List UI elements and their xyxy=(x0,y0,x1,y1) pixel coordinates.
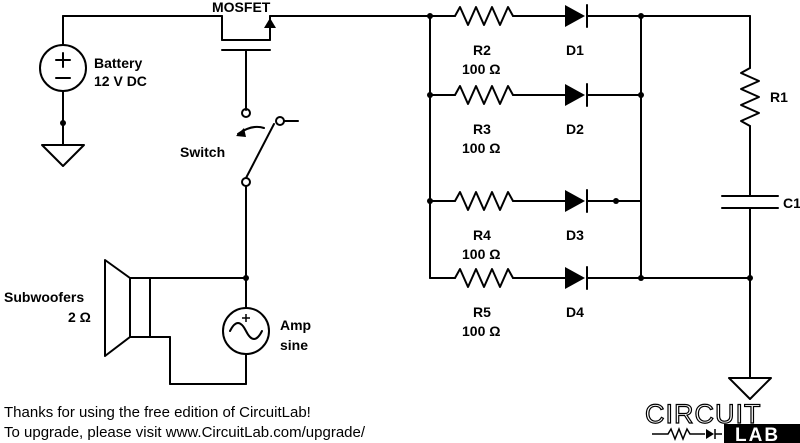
r5-value: 100 Ω xyxy=(462,323,500,339)
switch-label: Switch xyxy=(180,144,225,160)
branch-r2-d1 xyxy=(429,4,751,28)
subwoofer-symbol xyxy=(104,259,247,385)
r1-resistor-symbol xyxy=(740,15,760,197)
footer-thanks-text: Thanks for using the free edition of Cir… xyxy=(4,404,311,421)
amp-label: Amp xyxy=(280,317,311,333)
battery-value: 12 V DC xyxy=(94,73,147,89)
r4-value: 100 Ω xyxy=(462,246,500,262)
battery-label: Battery xyxy=(94,55,142,71)
mosfet-label: MOSFET xyxy=(212,0,271,15)
c1-label: C1 xyxy=(783,195,800,211)
branch-r3-d2 xyxy=(429,83,642,107)
d2-label: D2 xyxy=(566,121,584,137)
d3-label: D3 xyxy=(566,227,584,243)
logo-word-lab: LAB xyxy=(735,425,780,443)
d4-label: D4 xyxy=(566,304,584,320)
junction-dot xyxy=(60,120,66,126)
r2-value: 100 Ω xyxy=(462,61,500,77)
r4-label: R4 xyxy=(473,227,491,243)
junction-dot xyxy=(747,275,753,281)
subwoofers-label: Subwoofers xyxy=(4,289,84,305)
battery-symbol xyxy=(39,15,87,146)
d1-label: D1 xyxy=(566,42,584,58)
r3-value: 100 Ω xyxy=(462,140,500,156)
r1-label: R1 xyxy=(770,89,788,105)
ground-symbol-battery xyxy=(41,144,85,167)
subwoofers-value: 2 Ω xyxy=(68,309,91,325)
branch-r4-d3 xyxy=(429,189,642,213)
r5-label: R5 xyxy=(473,304,491,320)
amp-sine-source-symbol xyxy=(222,307,270,385)
c1-capacitor-symbol xyxy=(721,195,779,379)
switch-symbol xyxy=(236,108,299,187)
circuitlab-logo: CIRCUIT LAB xyxy=(644,398,800,443)
amp-value: sine xyxy=(280,337,308,353)
r3-label: R3 xyxy=(473,121,491,137)
footer-upgrade-text[interactable]: To upgrade, please visit www.CircuitLab.… xyxy=(4,424,366,441)
ground-symbol-output xyxy=(728,377,772,400)
logo-word-circuit: CIRCUIT xyxy=(645,399,762,429)
mosfet-symbol xyxy=(221,15,276,111)
r2-label: R2 xyxy=(473,42,491,58)
branch-r5-d4 xyxy=(429,266,751,290)
